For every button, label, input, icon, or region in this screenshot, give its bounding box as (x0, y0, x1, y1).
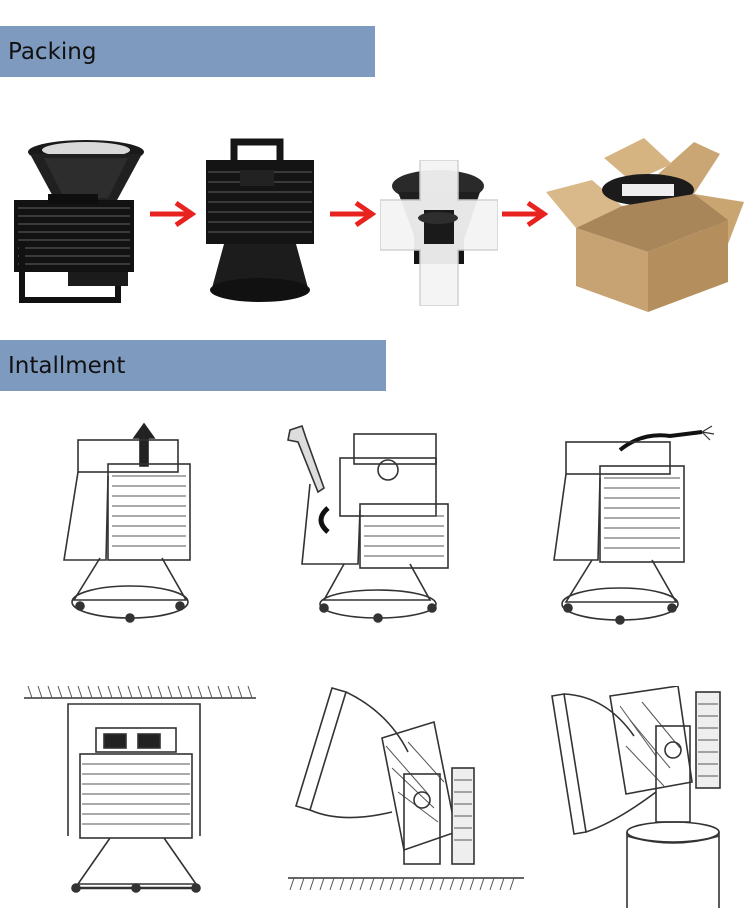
wire-connect-icon (553, 425, 715, 625)
pole-mount-icon (551, 686, 721, 908)
inverted-lamp-icon (206, 138, 314, 302)
wrench-adjust-icon (287, 424, 449, 623)
arrow-right-icon (502, 200, 548, 228)
assembled-lamp-icon (14, 140, 144, 303)
arrow-right-icon (150, 200, 196, 228)
ground-tilt-mount-icon (288, 687, 524, 891)
installation-section-header: Intallment (0, 340, 386, 391)
packing-section-header: Packing (0, 26, 375, 77)
ceiling-mount-icon (24, 685, 256, 893)
installation-title: Intallment (8, 352, 126, 379)
arrow-right-icon (330, 200, 376, 228)
cardboard-box-icon (546, 138, 744, 312)
lift-bracket-icon (63, 422, 191, 623)
foam-packed-lamp-icon (380, 160, 498, 306)
packing-title: Packing (8, 38, 97, 65)
